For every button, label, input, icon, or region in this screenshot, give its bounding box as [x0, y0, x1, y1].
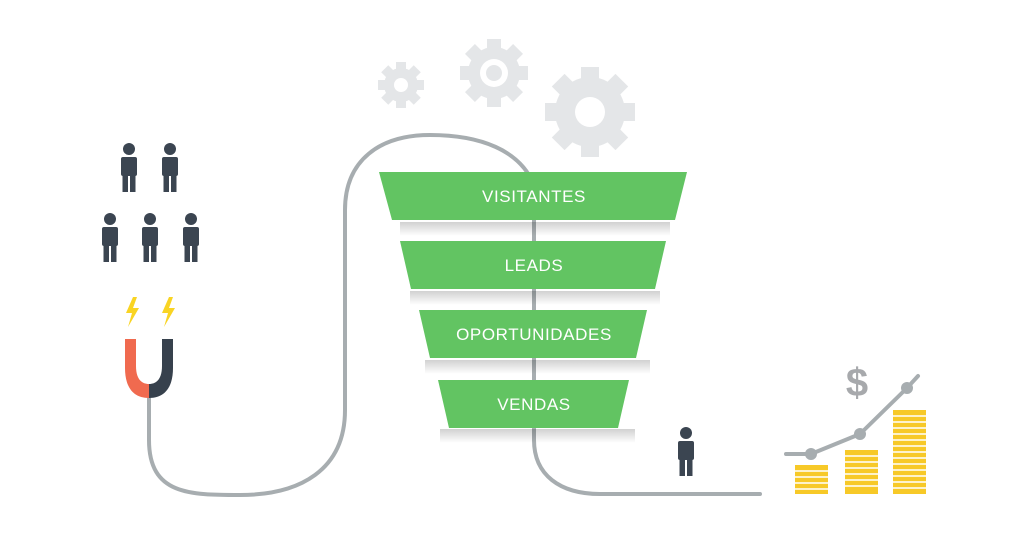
magnet-icon [125, 339, 173, 398]
funnel-stage-oportunidades: OPORTUNIDADES [419, 310, 647, 358]
funnel-shadow [400, 222, 670, 236]
funnel-stage-label: VENDAS [497, 395, 571, 414]
funnel-shadow [425, 360, 650, 374]
trend-point [805, 448, 817, 460]
funnel-stage-visitantes: VISITANTES [379, 172, 687, 220]
gear-icon [378, 62, 424, 108]
funnel-stage-label: LEADS [505, 256, 564, 275]
flow-path [147, 132, 762, 498]
funnel-stage-vendas: VENDAS [438, 380, 629, 428]
funnel-stage-label: OPORTUNIDADES [456, 325, 612, 344]
funnel-stage-label: VISITANTES [482, 187, 586, 206]
dollar-icon: $ [846, 361, 868, 405]
people-group-icon [102, 143, 199, 262]
coin-stack-icon [795, 465, 828, 494]
trend-point [854, 428, 866, 440]
coin-stack-icon [845, 450, 878, 494]
trend-point [901, 382, 913, 394]
gear-icon [545, 67, 635, 157]
lightning-icon [126, 297, 139, 327]
gear-icon [460, 39, 528, 107]
funnel-stage-leads: LEADS [400, 241, 666, 289]
funnel-shadow [410, 291, 660, 305]
coin-stack-icon [893, 410, 926, 494]
funnel-shadow [440, 429, 635, 443]
lightning-icon [162, 297, 175, 327]
person-icon [678, 427, 694, 476]
